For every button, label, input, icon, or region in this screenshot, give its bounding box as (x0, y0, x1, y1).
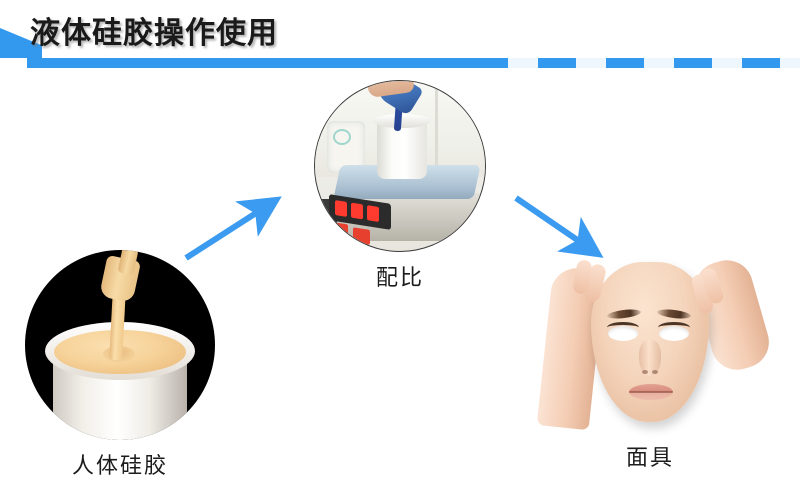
scale-key-green-1 (331, 239, 348, 251)
scale-key-green-2 (353, 245, 370, 251)
step-label-ratio: 配比 (375, 266, 424, 291)
lip-line (628, 391, 673, 393)
background-container-shape (327, 121, 365, 173)
page-title: 液体硅胶操作使用 (30, 16, 278, 51)
flow-step-mask: 面具 (535, 250, 775, 471)
mixing-cup-body (377, 119, 427, 179)
eyelash-left (606, 322, 639, 333)
nostril-left (641, 370, 648, 374)
flow-step-ratio: 配比 (305, 80, 495, 291)
step-label-mask: 面具 (625, 446, 674, 471)
step-label-silicone: 人体硅胶 (71, 454, 168, 479)
silicone-bucket-photo (25, 250, 215, 440)
eyebrow-left (606, 307, 641, 321)
face-mask-shape (590, 262, 709, 422)
eyebrow-right (656, 307, 691, 321)
header-rule-dashed (470, 58, 800, 68)
background-wall-edge (435, 81, 438, 173)
scale-digit-3 (367, 205, 379, 223)
page-header: 液体硅胶操作使用 (0, 0, 800, 72)
scale-key-red-2 (353, 227, 370, 245)
mixing-cup-rim (373, 114, 431, 128)
scale-key-red-1 (331, 221, 348, 240)
scale-digit-2 (351, 202, 363, 220)
nostril-right (651, 370, 658, 374)
eyelash-right (657, 322, 690, 333)
weighing-scale-photo (314, 80, 486, 252)
header-rule-solid (27, 58, 470, 68)
scale-digit-1 (335, 200, 347, 217)
flow-step-silicone: 人体硅胶 (20, 250, 220, 479)
silicone-mask-photo (536, 250, 775, 435)
nose-shape (638, 340, 661, 376)
